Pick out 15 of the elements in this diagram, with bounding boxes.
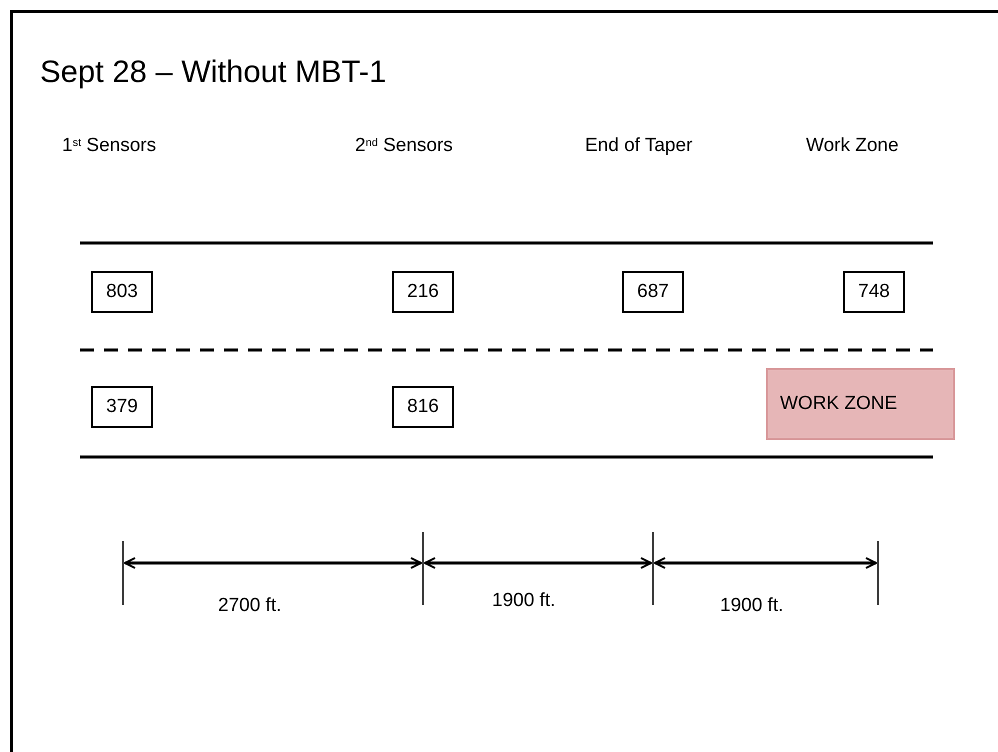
column-heading: Work Zone [806, 134, 899, 158]
count-box: 687 [622, 271, 684, 313]
count-box: 816 [392, 386, 454, 428]
dimension-label: 2700 ft. [218, 594, 282, 618]
column-heading: 2$^{nd}$ Sensors [355, 134, 453, 158]
title: Sept 28 – Without MBT-1 [40, 53, 386, 91]
column-heading: End of Taper [585, 134, 692, 158]
count-box: 803 [91, 271, 153, 313]
work-zone-box: WORK ZONE [766, 368, 955, 440]
count-box: 216 [392, 271, 454, 313]
column-heading: 1$^{st}$ Sensors [62, 134, 156, 158]
count-box: 748 [843, 271, 905, 313]
dimension-label: 1900 ft. [492, 589, 556, 613]
count-box: 379 [91, 386, 153, 428]
dimension-label: 1900 ft. [720, 594, 784, 618]
